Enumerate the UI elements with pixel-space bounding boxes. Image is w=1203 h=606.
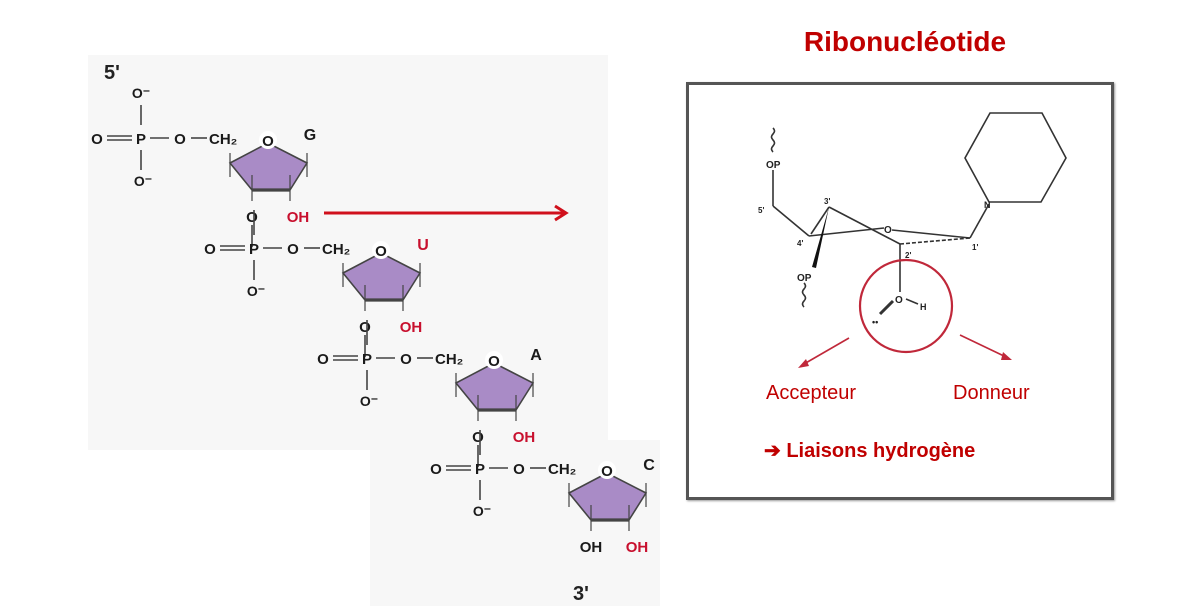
two-prime-hydroxyl: OH [513, 429, 536, 446]
c2-label: 2' [905, 251, 911, 260]
three-prime-label: 3' [573, 583, 589, 605]
phosphate-o-double: O [204, 241, 216, 258]
two-prime-hydroxyl: OH [400, 319, 423, 336]
ribonucleotide-box [686, 82, 1114, 500]
ch2-label: CH₂ [209, 131, 237, 148]
phosphate-o-link: O [287, 241, 299, 258]
two-prime-hydroxyl: OH [626, 539, 649, 556]
two-prime-hydroxyl: OH [287, 209, 310, 226]
arrow-right-icon: ➔ [764, 440, 781, 462]
phosphorus: P [362, 351, 372, 368]
three-prime-hydroxyl: OH [580, 539, 603, 556]
hydroxyl-highlight-circle [858, 258, 954, 354]
phosphorus: P [249, 241, 259, 258]
acceptor-label: Accepteur [766, 382, 857, 404]
phosphate-o-link: O [513, 461, 525, 478]
phosphate-o-double: O [91, 131, 103, 148]
phosphate-o-minus: O⁻ [132, 85, 150, 101]
hydroxyl-h-label: H [920, 302, 927, 312]
panel-title: Ribonucléotide [803, 26, 1007, 57]
conclusion-text: Liaisons hydrogène [786, 440, 976, 462]
ring-o-label: O [884, 225, 892, 236]
hydroxyl-o-label: O [895, 295, 903, 306]
phosphate-o-minus: O⁻ [134, 173, 152, 189]
phosphate-o-link: O [174, 131, 186, 148]
ring-oxygen: O [375, 243, 387, 260]
three-prime-oxygen: O [472, 429, 484, 446]
acceptor-arrow [798, 337, 850, 368]
c1-label: 1' [972, 243, 978, 252]
pointer-arrow [324, 204, 569, 222]
ch2-label: CH₂ [322, 241, 350, 258]
lone-pair: •• [872, 317, 878, 327]
wavy-bond-top [770, 127, 776, 153]
base-label: U [417, 237, 429, 254]
conclusion: ➔ Liaisons hydrogène [764, 438, 975, 463]
phosphorus: P [475, 461, 485, 478]
nucleotide-unit: O⁻ O P O CH₂ O⁻ O G O OH [91, 85, 316, 247]
phosphate-o-minus: O⁻ [473, 503, 491, 519]
phosphorus: P [136, 131, 146, 148]
base-label: A [530, 347, 542, 364]
phosphate-o-minus: O⁻ [360, 393, 378, 409]
ch2-label: CH₂ [435, 351, 463, 368]
five-prime-label: 5' [104, 62, 120, 84]
phosphate-o-minus: O⁻ [247, 283, 265, 299]
phosphate-o-link: O [400, 351, 412, 368]
wavy-bond-bottom [801, 282, 807, 308]
base-label: C [643, 457, 655, 474]
three-prime-oxygen: O [246, 209, 258, 226]
donor-label: Donneur [953, 382, 1030, 404]
ring-oxygen: O [488, 353, 500, 370]
ring-oxygen: O [262, 133, 274, 150]
base-label: G [304, 127, 316, 144]
c4-label: 4' [797, 239, 803, 248]
n-label: N [984, 200, 991, 210]
base-ring [964, 112, 1067, 203]
wedge-bond [812, 207, 829, 268]
phosphate-o-double: O [317, 351, 329, 368]
phosphate-o-double: O [430, 461, 442, 478]
op-top-label: OP [766, 160, 781, 171]
donor-arrow [959, 334, 1012, 360]
c3-label: 3' [824, 197, 830, 206]
ring-oxygen: O [601, 463, 613, 480]
op-bottom-label: OP [797, 273, 812, 284]
ch2-label: CH₂ [548, 461, 576, 478]
three-prime-oxygen: O [359, 319, 371, 336]
c5-label: 5' [758, 206, 764, 215]
